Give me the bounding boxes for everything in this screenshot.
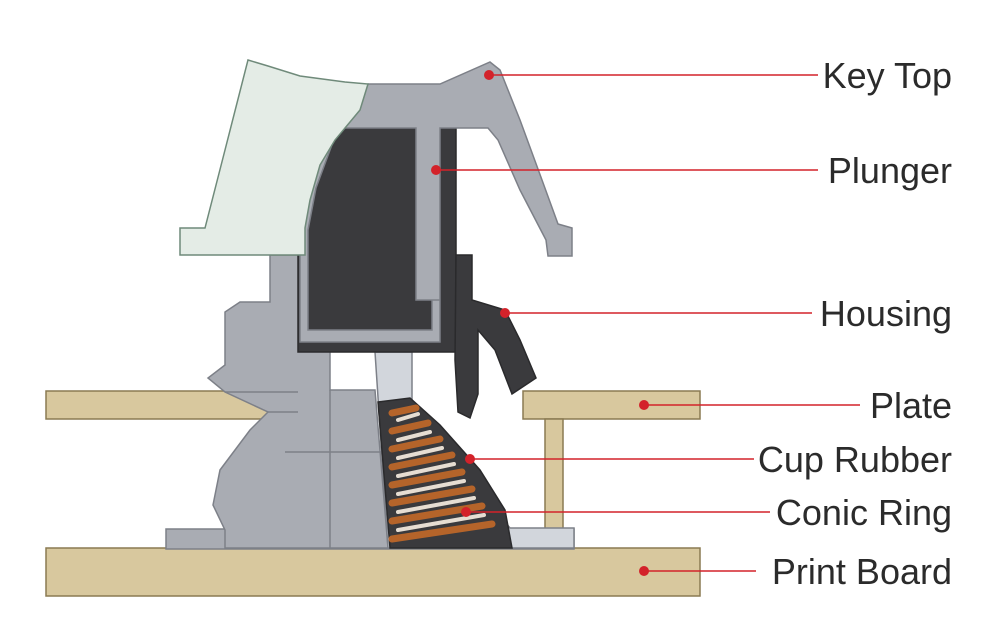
label-plate: Plate — [870, 385, 952, 426]
label-plunger: Plunger — [828, 150, 952, 191]
print-board — [45, 547, 701, 597]
conic-ring-spring-back — [396, 412, 486, 532]
label-cup-rubber: Cup Rubber — [758, 439, 952, 480]
key-top-section — [299, 61, 573, 343]
label-key-top: Key Top — [823, 55, 952, 96]
key-top-light — [179, 59, 369, 256]
housing-detail-line — [225, 390, 388, 548]
leader-lines — [431, 70, 860, 576]
label-conic-ring: Conic Ring — [776, 492, 952, 533]
housing-clip-arm — [454, 254, 537, 420]
label-housing: Housing — [820, 293, 952, 334]
label-print-board: Print Board — [772, 551, 952, 592]
